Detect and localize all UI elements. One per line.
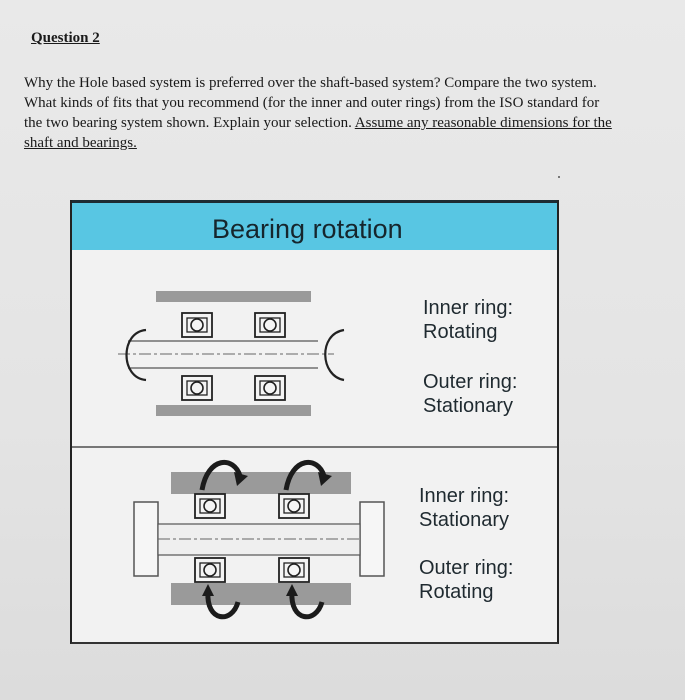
arrowhead-icon xyxy=(318,472,332,486)
arrowhead-icon xyxy=(234,472,248,486)
arrowhead-icon xyxy=(202,584,214,596)
case1-outer-label: Outer ring: Stationary xyxy=(423,370,517,418)
rotation-arrow-icon xyxy=(283,459,327,491)
inner-ring-title: Inner ring: xyxy=(419,485,510,507)
stray-dot xyxy=(558,176,560,178)
rotation-arrow-icon xyxy=(205,591,241,620)
rotating-housing-top xyxy=(171,472,351,494)
question-title: Question 2 xyxy=(31,30,100,46)
figure-header-title: Bearing rotation xyxy=(212,214,403,244)
question-body: Why the Hole based system is preferred o… xyxy=(24,73,664,153)
question-line-2: What kinds of fits that you recommend (f… xyxy=(24,95,600,111)
question-line-3-underlined: Assume any reasonable dimensions for the xyxy=(354,115,612,131)
inner-ring-title: Inner ring: xyxy=(423,297,514,319)
case1-bearing-assembly xyxy=(118,291,345,416)
bearing-icon xyxy=(278,557,310,583)
case2-outer-label: Outer ring: Rotating xyxy=(419,556,513,604)
support-right xyxy=(359,501,385,577)
housing-top xyxy=(156,291,311,302)
question-line-4: shaft and bearings. xyxy=(24,135,137,151)
outer-ring-title: Outer ring: xyxy=(419,557,514,579)
inner-ring-state: Rotating xyxy=(423,321,498,343)
inner-ring-state: Stationary xyxy=(419,509,510,531)
bearing-icon xyxy=(254,312,286,338)
bearing-icon xyxy=(194,557,226,583)
question-line-3-text: the two bearing system shown. Explain yo… xyxy=(24,115,355,131)
bearing-diagrams xyxy=(118,291,385,620)
case1-inner-label: Inner ring: Rotating xyxy=(423,296,513,344)
bearing-icon xyxy=(254,375,286,401)
case2-bearing-assembly xyxy=(133,459,385,620)
rotation-arrow-icon xyxy=(289,591,325,620)
bearing-icon xyxy=(278,493,310,519)
shaft-break-right xyxy=(324,328,345,382)
question-line-1: Why the Hole based system is preferred o… xyxy=(24,75,597,91)
bearing-icon xyxy=(181,312,213,338)
bearing-icon xyxy=(194,493,226,519)
question-line-3: the two bearing system shown. Explain yo… xyxy=(24,113,664,133)
shaft-break-left xyxy=(125,328,147,382)
figure-header: Bearing rotation xyxy=(72,200,557,250)
housing-bottom xyxy=(156,405,311,416)
rotation-arrow-icon xyxy=(199,459,243,491)
rotating-housing-bottom xyxy=(171,583,351,605)
case2-inner-label: Inner ring: Stationary xyxy=(419,484,509,532)
arrowhead-icon xyxy=(286,584,298,596)
bearing-rotation-figure: Bearing rotation xyxy=(70,200,559,644)
support-left xyxy=(133,501,159,577)
bearing-icon xyxy=(181,375,213,401)
panel-divider xyxy=(72,446,557,448)
outer-ring-state: Rotating xyxy=(419,581,494,603)
outer-ring-title: Outer ring: xyxy=(423,371,518,393)
outer-ring-state: Stationary xyxy=(423,395,514,417)
